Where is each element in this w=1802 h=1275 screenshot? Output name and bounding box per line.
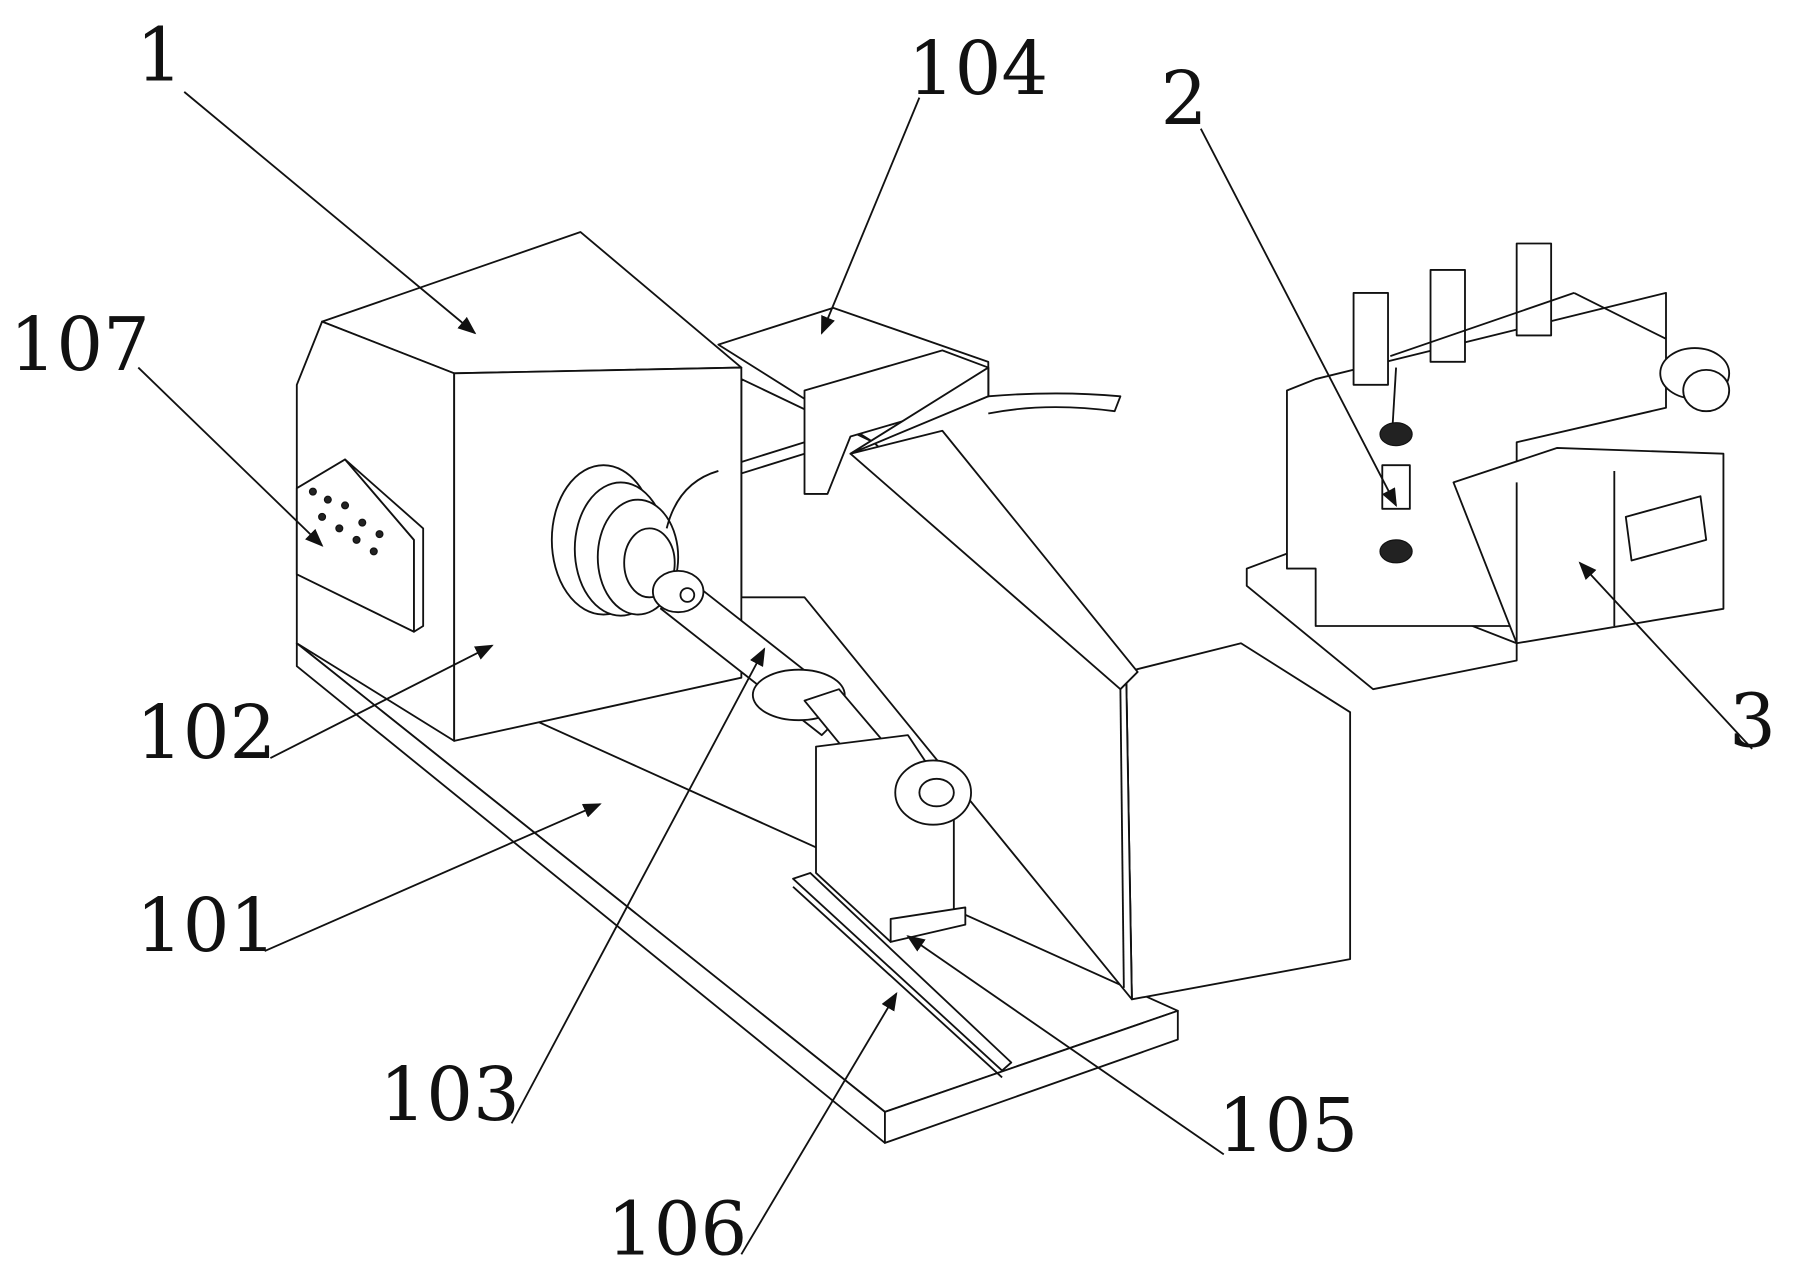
- label-104: 104: [908, 27, 1048, 112]
- label-105: 105: [1218, 1084, 1358, 1169]
- label-106: 106: [607, 1187, 747, 1272]
- label-3: 3: [1729, 680, 1776, 765]
- label-103: 103: [380, 1053, 520, 1138]
- label-1: 1: [136, 13, 183, 98]
- label-101: 101: [136, 884, 276, 969]
- label-107: 107: [10, 303, 150, 388]
- label-102: 102: [136, 691, 276, 776]
- label-2: 2: [1161, 57, 1208, 142]
- bed-end-box: [1126, 643, 1350, 999]
